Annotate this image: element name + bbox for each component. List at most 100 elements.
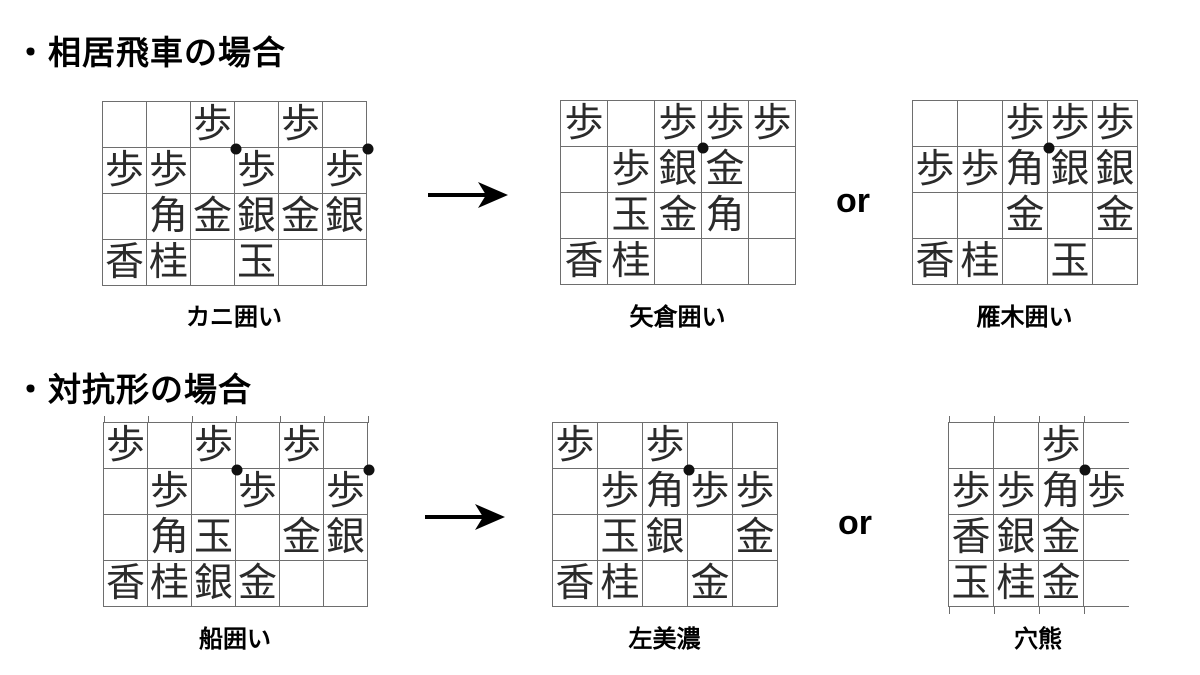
board-cell xyxy=(1084,423,1129,469)
board-cell: 角 xyxy=(1003,147,1048,193)
board-cell: 歩 xyxy=(280,423,324,469)
grid-line-stub xyxy=(324,416,325,423)
board-cell: 歩 xyxy=(949,469,994,515)
grid-line-stub xyxy=(1084,607,1085,614)
board-cell xyxy=(958,101,1003,147)
board-cell: 銀 xyxy=(323,194,367,240)
board-cell: 角 xyxy=(147,194,191,240)
board-cell xyxy=(280,561,324,607)
grid-line-stub xyxy=(280,416,281,423)
right-arrow-icon xyxy=(428,182,508,208)
board-cell xyxy=(324,561,368,607)
board-cell: 桂 xyxy=(148,561,192,607)
board-cell: 歩 xyxy=(1093,101,1138,147)
grid-line-stub xyxy=(192,416,193,423)
board-cell: 金 xyxy=(1039,561,1084,607)
board-cell xyxy=(702,239,749,285)
grid-line-stub xyxy=(148,416,149,423)
board-cell: 歩 xyxy=(279,102,323,148)
star-point-dot xyxy=(697,142,709,154)
grid-line-stub xyxy=(994,607,995,614)
board-cell: 角 xyxy=(148,515,192,561)
board-cell xyxy=(279,148,323,194)
board-cell: 香 xyxy=(553,561,598,607)
board-cell: 歩 xyxy=(323,148,367,194)
board-cell xyxy=(949,423,994,469)
board-cell: 歩 xyxy=(561,101,608,147)
board-cell xyxy=(103,102,147,148)
board-cell: 歩 xyxy=(104,423,148,469)
board-cell: 香 xyxy=(949,515,994,561)
board-label-kani: カニ囲い xyxy=(186,304,282,331)
or-label: or xyxy=(838,504,872,542)
board-cell: 金 xyxy=(688,561,733,607)
board-cell xyxy=(191,148,235,194)
board-cell: 銀 xyxy=(1048,147,1093,193)
grid-line-stub xyxy=(1084,416,1085,423)
board-cell: 角 xyxy=(643,469,688,515)
board-cell xyxy=(688,515,733,561)
board-cell: 玉 xyxy=(192,515,236,561)
board-cell xyxy=(323,102,367,148)
board-cell xyxy=(733,561,778,607)
board-cell: 歩 xyxy=(1003,101,1048,147)
board-cell xyxy=(279,240,323,286)
board-cell: 歩 xyxy=(702,101,749,147)
section-title-opposing: ・対抗形の場合 xyxy=(14,371,252,408)
board-cell: 歩 xyxy=(994,469,1039,515)
board-cell xyxy=(958,193,1003,239)
board-cell xyxy=(324,423,368,469)
board-cell: 歩 xyxy=(324,469,368,515)
board-cell xyxy=(104,515,148,561)
board-hidari-mino: 歩歩歩角歩歩玉銀金香桂金 xyxy=(552,422,778,607)
board-cell xyxy=(103,194,147,240)
board-cell: 銀 xyxy=(643,515,688,561)
board-cell: 玉 xyxy=(949,561,994,607)
board-cell: 玉 xyxy=(598,515,643,561)
board-cell: 歩 xyxy=(608,147,655,193)
board-cell xyxy=(1084,561,1129,607)
star-point-dot xyxy=(231,464,243,476)
board-cell xyxy=(608,101,655,147)
board-cell: 金 xyxy=(1039,515,1084,561)
board-cell xyxy=(749,193,796,239)
board-cell xyxy=(733,423,778,469)
board-cell xyxy=(191,240,235,286)
board-cell: 歩 xyxy=(148,469,192,515)
star-point-dot xyxy=(230,143,242,155)
board-cell: 歩 xyxy=(643,423,688,469)
board-cell: 香 xyxy=(103,240,147,286)
board-cell xyxy=(236,423,280,469)
grid-line-stub xyxy=(1039,416,1040,423)
board-cell: 角 xyxy=(702,193,749,239)
board-cell xyxy=(235,102,279,148)
board-cell: 歩 xyxy=(553,423,598,469)
board-cell: 歩 xyxy=(913,147,958,193)
grid-line-stub xyxy=(104,416,105,423)
board-cell: 歩 xyxy=(1039,423,1084,469)
grid-line-stub xyxy=(994,416,995,423)
board-cell: 桂 xyxy=(994,561,1039,607)
board-cell xyxy=(913,193,958,239)
board-cell: 銀 xyxy=(655,147,702,193)
board-cell xyxy=(994,423,1039,469)
board-cell: 香 xyxy=(913,239,958,285)
star-point-dot xyxy=(1079,464,1091,476)
star-point-dot xyxy=(683,464,695,476)
board-kani-gakoi: 歩歩歩歩歩歩角金銀金銀香桂玉 xyxy=(102,101,374,286)
board-cell: 香 xyxy=(561,239,608,285)
board-cell xyxy=(598,423,643,469)
board-cell: 歩 xyxy=(688,469,733,515)
board-label-hidari-mino: 左美濃 xyxy=(628,626,701,653)
board-cell xyxy=(749,147,796,193)
board-yagura-gakoi: 歩歩歩歩歩銀金玉金角香桂 xyxy=(560,100,796,285)
star-point-dot xyxy=(362,143,374,155)
grid-line-stub xyxy=(1039,607,1040,614)
board-cell xyxy=(148,423,192,469)
board-cell: 歩 xyxy=(147,148,191,194)
board-cell: 桂 xyxy=(598,561,643,607)
board-cell: 銀 xyxy=(1093,147,1138,193)
board-cell xyxy=(104,469,148,515)
board-gangi-gakoi: 歩歩歩歩歩角銀銀金金香桂玉 xyxy=(912,100,1138,285)
star-point-dot xyxy=(363,464,375,476)
